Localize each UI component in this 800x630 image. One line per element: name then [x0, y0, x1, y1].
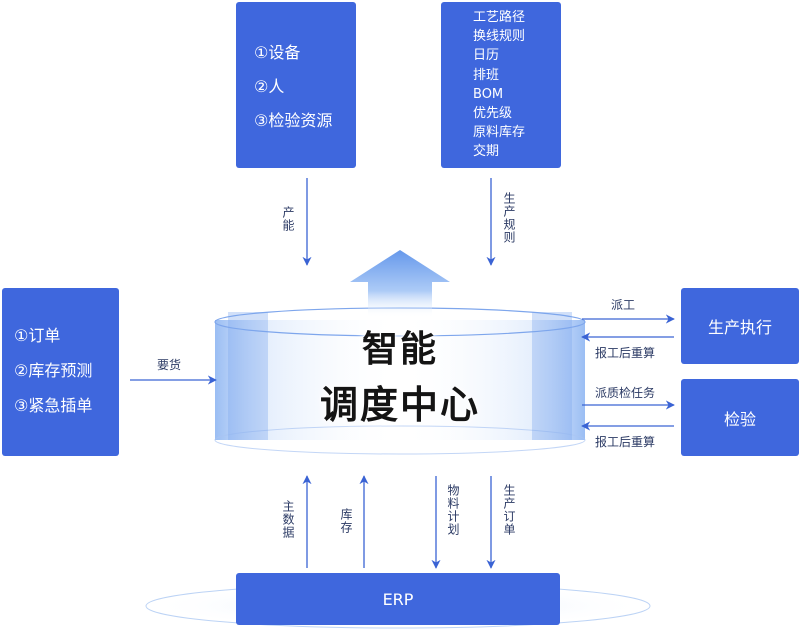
- label-production-order: 生产订单: [502, 484, 516, 536]
- label-production-rules: 生产规则: [502, 192, 516, 244]
- resources-box: ①设备 ②人 ③检验资源: [236, 2, 356, 168]
- list-item: 换线规则: [473, 29, 526, 45]
- inspection-label: 检验: [723, 409, 756, 429]
- label-dispatch-quality: 派质检任务: [595, 386, 656, 400]
- erp-box: ERP: [236, 573, 560, 625]
- production-execution-label: 生产执行: [707, 318, 772, 337]
- list-item: 工艺路径: [473, 10, 526, 25]
- label-report-recalc-1: 报工后重算: [595, 346, 656, 360]
- list-item: ②库存预测: [14, 361, 93, 380]
- list-item: ①订单: [14, 326, 61, 345]
- rules-list: 工艺路径 换线规则 日历 排班 BOM 优先级 原料库存 交期: [473, 8, 561, 162]
- list-item: BOM: [473, 86, 504, 102]
- orders-box: ①订单 ②库存预测 ③紧急插单: [2, 288, 119, 456]
- list-item: ③紧急插单: [14, 396, 93, 415]
- list-item: ①设备: [254, 43, 301, 62]
- inspection-box: 检验: [681, 379, 799, 456]
- list-item: 日历: [473, 48, 500, 64]
- list-item: 原料库存: [473, 125, 526, 141]
- label-capacity: 产能: [281, 206, 295, 232]
- orders-list: ①订单 ②库存预测 ③紧急插单: [14, 318, 119, 423]
- label-demand: 要货: [157, 358, 182, 372]
- label-dispatch: 派工: [611, 298, 636, 312]
- resources-list: ①设备 ②人 ③检验资源: [254, 36, 356, 138]
- rules-box: 工艺路径 换线规则 日历 排班 BOM 优先级 原料库存 交期: [441, 2, 561, 168]
- list-item: 交期: [473, 144, 500, 160]
- list-item: ②人: [254, 77, 285, 96]
- label-inventory: 库存: [339, 508, 353, 534]
- label-material-plan: 物料计划: [446, 484, 460, 536]
- list-item: ③检验资源: [254, 111, 333, 130]
- label-report-recalc-2: 报工后重算: [595, 435, 656, 449]
- production-execution-box: 生产执行: [681, 288, 799, 364]
- center-title-line2: 调度中心: [319, 383, 480, 427]
- list-item: 优先级: [473, 105, 513, 121]
- center-title-line1: 智能: [361, 329, 438, 370]
- label-master-data: 主数据: [281, 500, 295, 539]
- list-item: 排班: [473, 67, 500, 83]
- erp-label: ERP: [382, 589, 414, 609]
- dispatch-center-cylinder: [214, 250, 586, 455]
